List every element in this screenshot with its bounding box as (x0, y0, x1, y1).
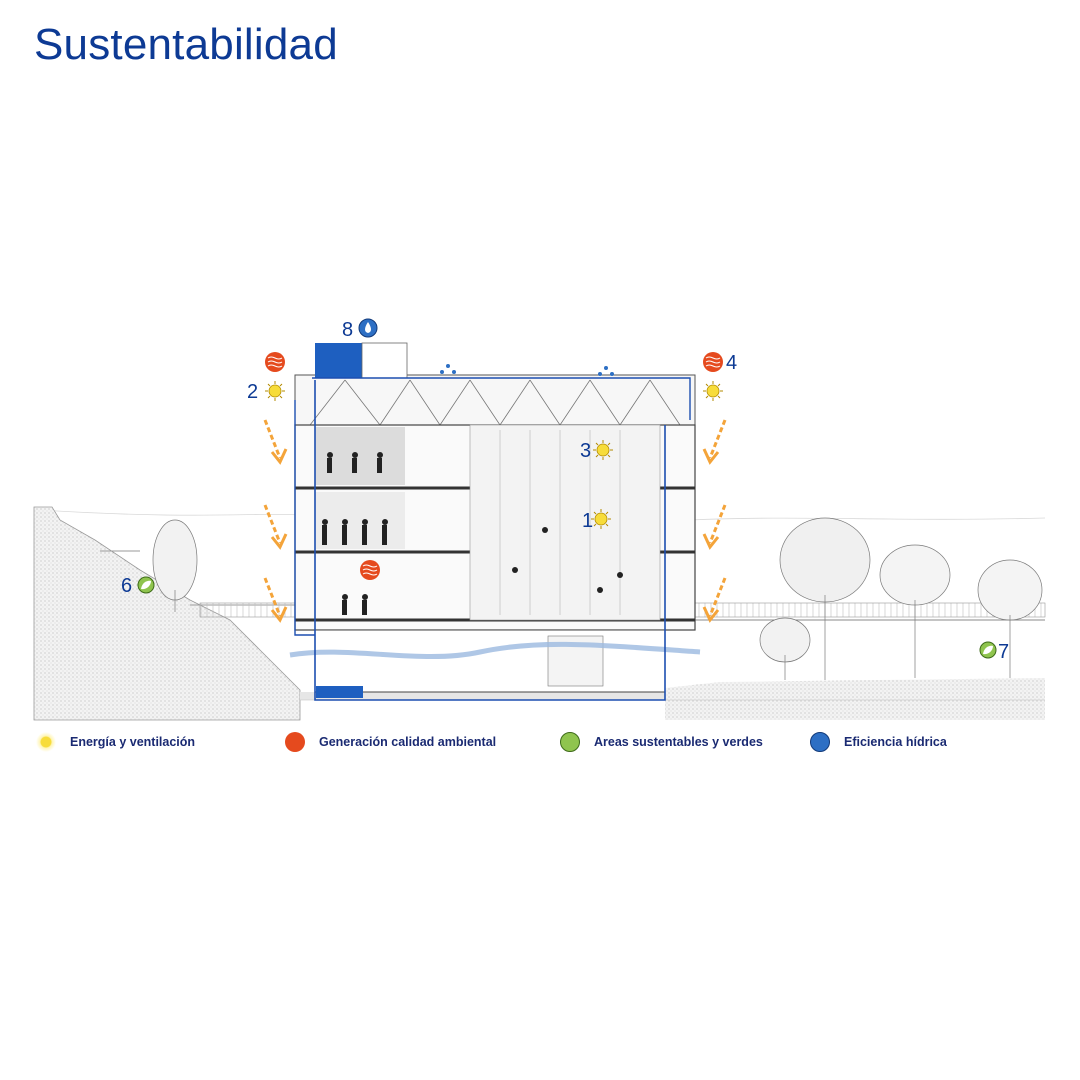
leaf-icon (560, 732, 580, 752)
legend-label-green-areas: Areas sustentables y verdes (594, 735, 763, 749)
legend-label-energy: Energía y ventilación (70, 735, 196, 749)
legend-item-energy: Energía y ventilación (36, 731, 195, 753)
sun-icon (36, 732, 56, 752)
ventilation-arrows (263, 419, 727, 623)
legend-item-water: Eficiencia hídrica (810, 731, 947, 753)
legend-label-water: Eficiencia hídrica (844, 735, 947, 749)
marker-3: 3 (580, 440, 591, 462)
legend-item-green-areas: Areas sustentables y verdes (560, 731, 763, 753)
legend-item-air-quality: Generación calidad ambiental (285, 731, 496, 753)
rain-icon (440, 364, 614, 376)
walkways (199, 602, 1046, 621)
water-drop-icon (810, 732, 830, 752)
waves-icon (285, 732, 305, 752)
marker-4: 4 (726, 352, 737, 374)
background-horizon (39, 509, 1046, 521)
page-title: Sustentabilidad (34, 20, 338, 69)
marker-7: 7 (998, 641, 1009, 663)
trees (152, 517, 1043, 680)
legend-label-air-quality: Generación calidad ambiental (319, 735, 497, 749)
marker-icons (137, 318, 997, 659)
marker-1: 1 (582, 510, 593, 532)
marker-6: 6 (121, 575, 132, 597)
building (289, 342, 701, 701)
marker-2: 2 (247, 381, 258, 403)
marker-8: 8 (342, 319, 353, 341)
